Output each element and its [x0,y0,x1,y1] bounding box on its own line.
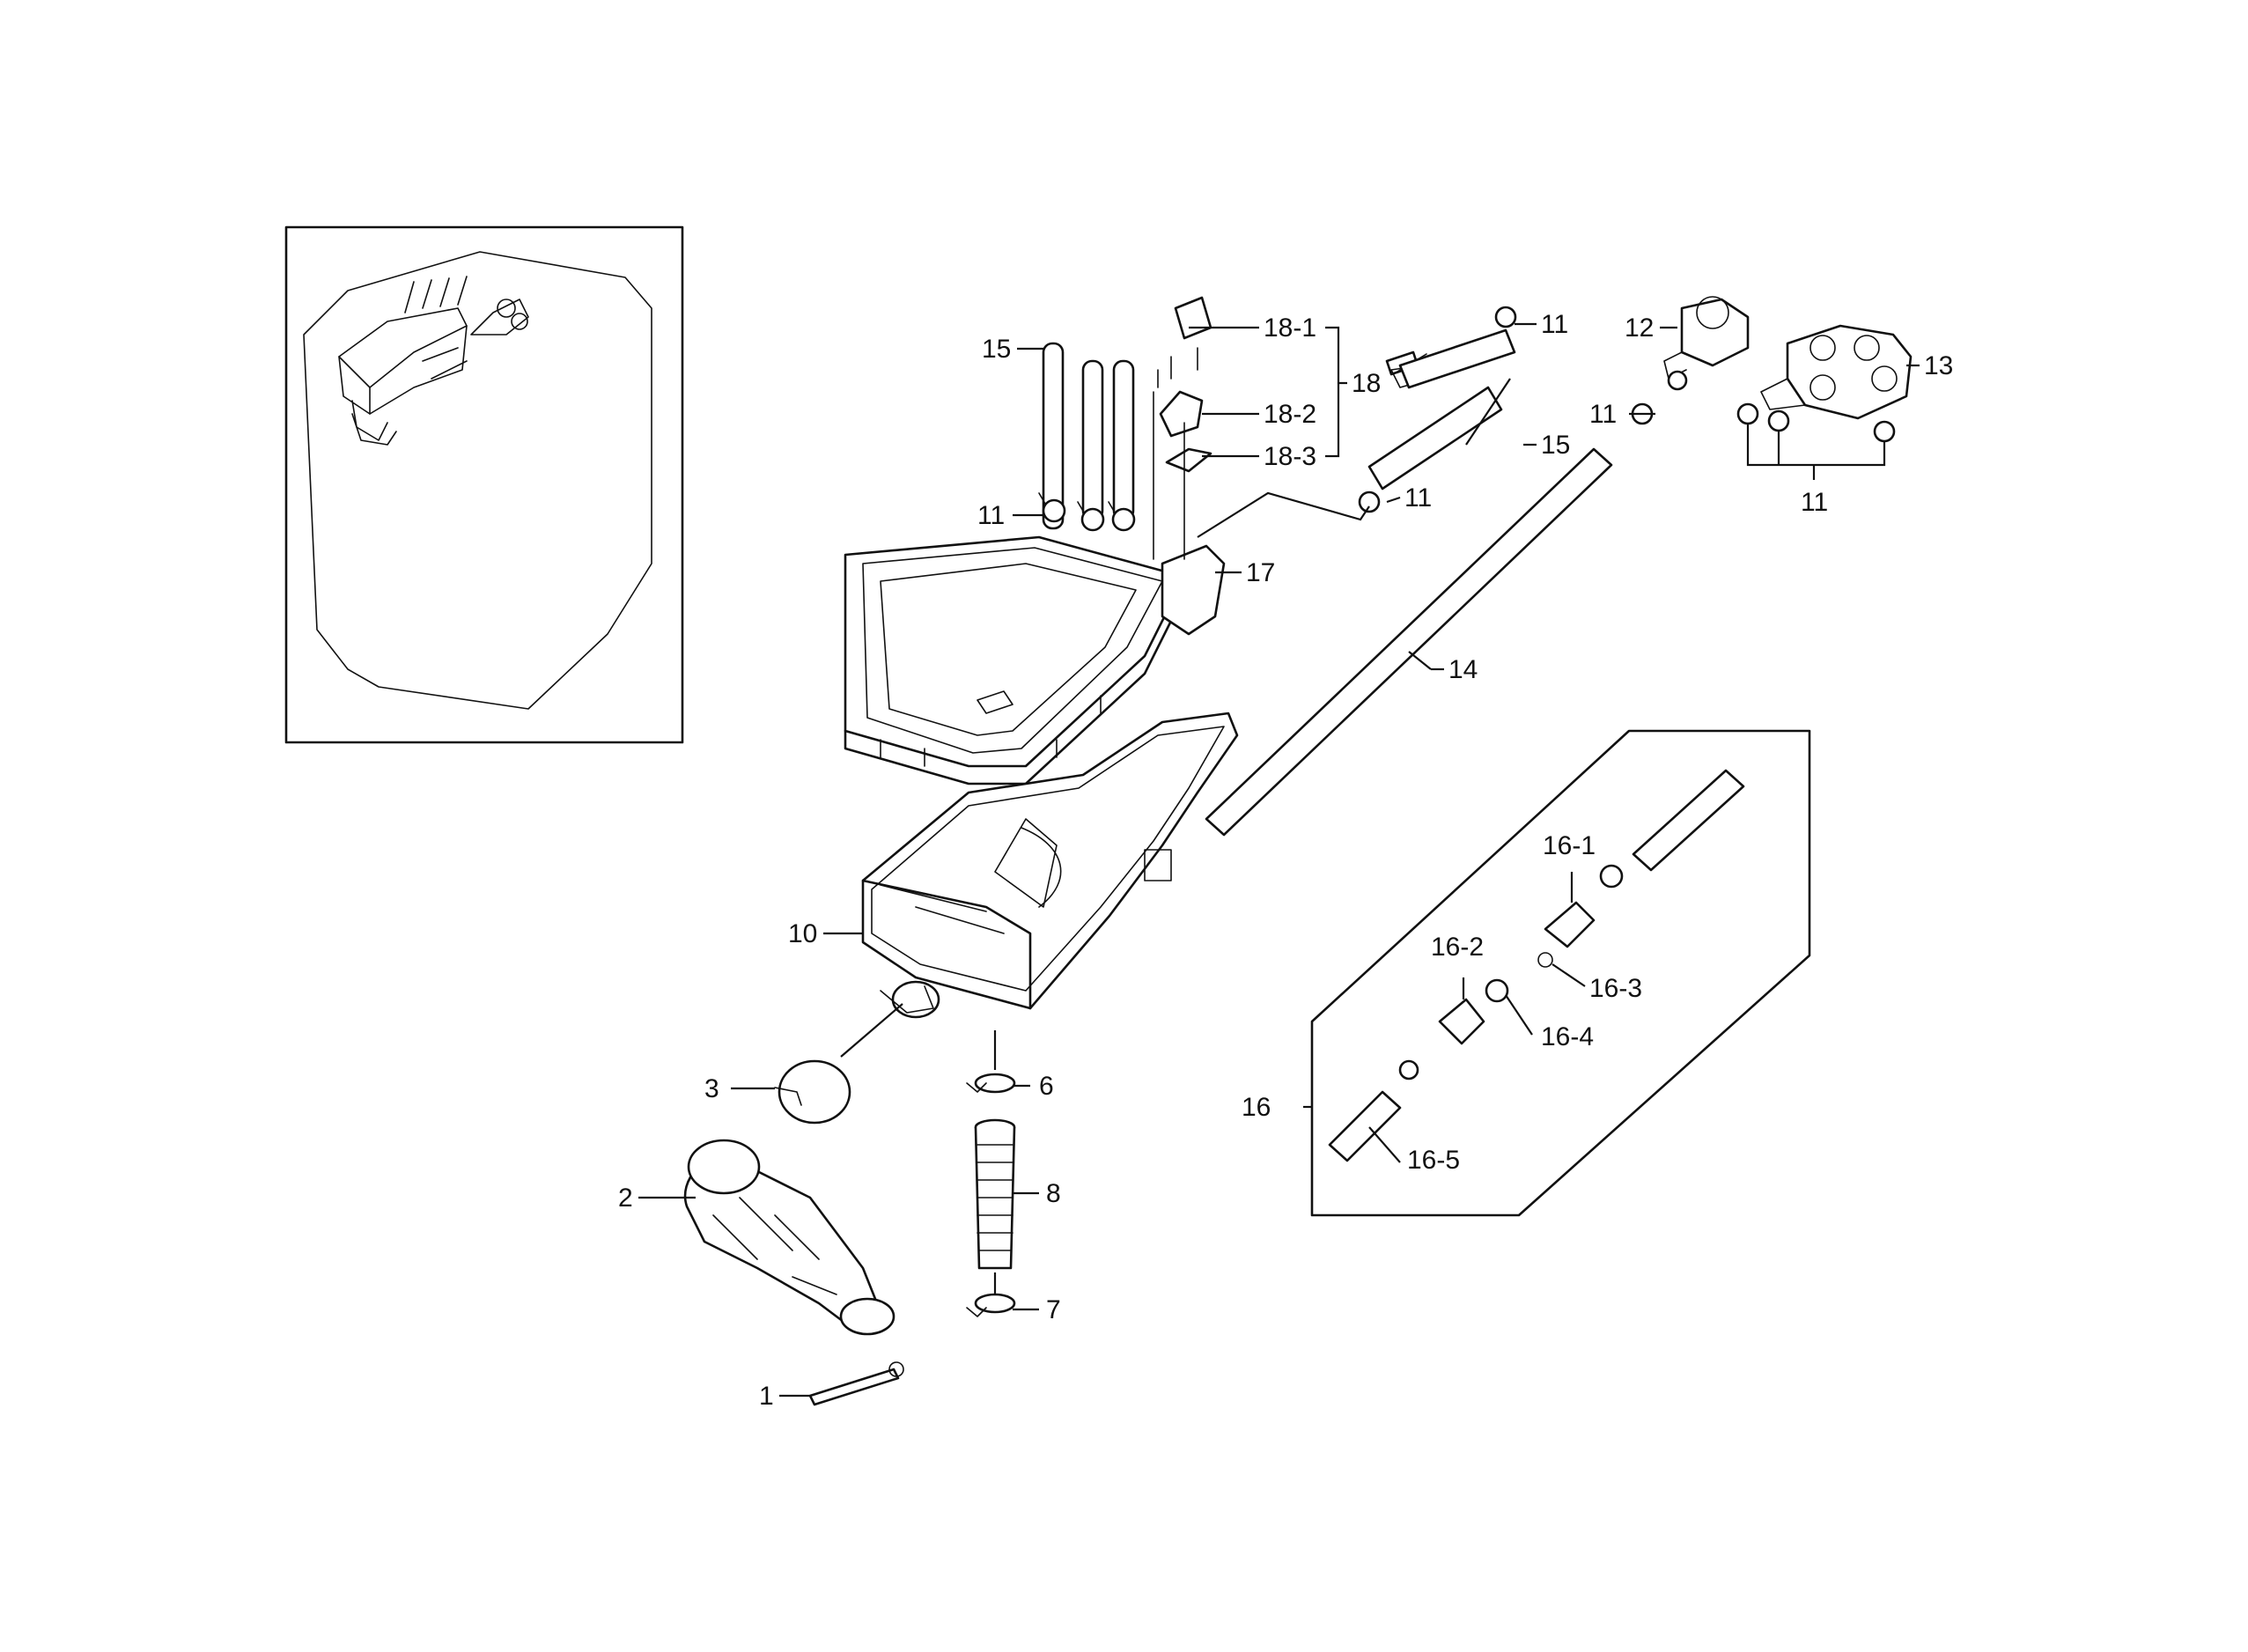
callout-11-top-right: 11 [1541,310,1568,339]
callout-10: 10 [788,919,817,948]
clamp-ring-3 [774,1059,851,1125]
callout-18-3: 18-3 [1264,442,1316,471]
callout-2: 2 [618,1184,633,1213]
part-18-3 [1165,447,1212,473]
inlet-hose-kit-16 [1310,729,1811,1217]
part-16-upper-hose [1632,769,1745,872]
callout-1: 1 [759,1382,774,1411]
part-16-5 [1328,1090,1402,1162]
callout-18-1: 18-1 [1264,313,1316,343]
callout-labels: 15 18-1 18 18-2 18-3 11 17 11 15 11 14 1… [618,310,1953,1411]
part-16-1 [1544,901,1596,948]
callout-16: 16 [1242,1093,1271,1122]
callout-11-mid: 11 [1404,483,1432,513]
clamp-1 [808,1361,904,1406]
part-18-2 [1159,390,1204,438]
callout-11-valve: 11 [1589,400,1617,429]
part-16-3 [1537,952,1553,968]
callout-15-right: 15 [1541,431,1570,460]
callout-18-2: 18-2 [1264,400,1316,429]
callout-16-1: 16-1 [1543,831,1596,860]
dispenser-housing-top [844,535,1226,785]
water-valve-assembly-13 [1736,324,1913,443]
dispenser-drawer-body [861,712,1239,1019]
callout-16-5: 16-5 [1407,1146,1460,1175]
leader-lines [638,322,1920,1398]
callout-18: 18 [1352,369,1381,398]
drain-hose-2 [683,1139,896,1336]
clamp-6 [966,1073,1016,1094]
callout-11-valve-assembly: 11 [1801,488,1828,517]
bellows-hose-8 [974,1118,1016,1270]
overview-inset [284,225,684,744]
part-16-4 [1485,978,1509,1003]
overview-cabinet-outline [303,251,652,710]
callout-16-3: 16-3 [1589,974,1642,1003]
callout-15-left: 15 [982,335,1011,364]
hose-clamps-11-top [1038,492,1136,532]
callout-16-2: 16-2 [1431,933,1484,962]
callout-12: 12 [1625,313,1654,343]
callout-13: 13 [1924,351,1953,380]
long-hose-14 [1205,447,1613,837]
callout-7: 7 [1046,1295,1061,1324]
hose-kit-16-frame [1310,729,1811,1217]
callout-6: 6 [1039,1072,1054,1101]
clamp-7 [966,1293,1016,1317]
hose-set-15 [1042,342,1135,530]
callout-16-4: 16-4 [1541,1022,1594,1051]
part-16-2 [1438,998,1485,1045]
water-level-sensor-group-18 [1153,296,1212,560]
callout-14: 14 [1448,655,1478,684]
callout-11-top-left: 11 [977,501,1005,530]
part-18-1 [1174,296,1212,340]
callout-3: 3 [704,1074,719,1103]
overview-dispenser-thumbnail [338,276,529,446]
callout-8: 8 [1046,1179,1061,1208]
overview-inset-frame [284,225,684,744]
callout-17: 17 [1246,558,1275,587]
fill-hose-15-right [1358,306,1517,513]
